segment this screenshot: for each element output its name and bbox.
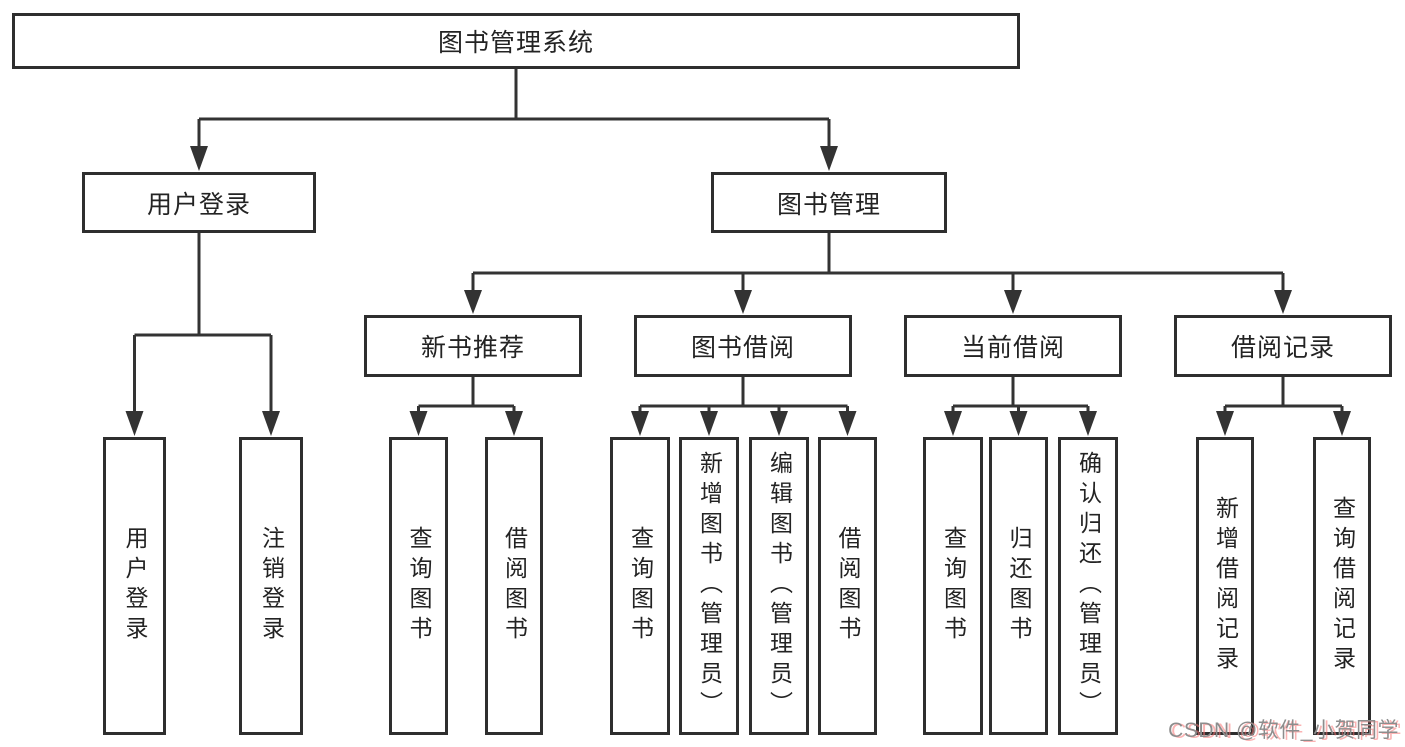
leaf-label: 查询图书 <box>406 526 432 646</box>
leaf-label: 查询图书 <box>627 526 654 646</box>
leaf-query-book-under-current: 查询图书 <box>923 437 983 735</box>
leaf-label: 借阅图书 <box>835 526 861 646</box>
leaf-add-borrow-record: 新增借阅记录 <box>1196 437 1254 735</box>
leaf-label: 借阅图书 <box>501 526 528 646</box>
leaf-logout: 注销登录 <box>239 437 303 735</box>
leaf-user-login: 用户登录 <box>103 437 166 735</box>
node-user-login: 用户登录 <box>82 172 316 233</box>
leaf-label: 归还图书 <box>1006 526 1032 646</box>
leaf-query-book-under-recommend: 查询图书 <box>389 437 448 735</box>
leaf-edit-book-admin: 编辑图书（管理员） <box>749 437 809 735</box>
node-current-borrow: 当前借阅 <box>904 315 1122 377</box>
leaf-return-book: 归还图书 <box>989 437 1048 735</box>
csdn-watermark: CSDN @软件_小贺同学 <box>1168 719 1399 742</box>
node-new-book-recommend: 新书推荐 <box>364 315 582 377</box>
leaf-label: 查询图书 <box>940 526 967 646</box>
leaf-borrow-book-under-recommend: 借阅图书 <box>485 437 543 735</box>
leaf-query-borrow-record: 查询借阅记录 <box>1313 437 1371 735</box>
node-book-borrow: 图书借阅 <box>634 315 852 377</box>
leaf-label: 确认归还（管理员） <box>1075 451 1102 721</box>
leaf-query-book-under-borrow: 查询图书 <box>610 437 670 735</box>
leaf-label: 用户登录 <box>122 526 148 646</box>
leaf-confirm-return-admin: 确认归还（管理员） <box>1058 437 1118 735</box>
leaf-add-book-admin: 新增图书（管理员） <box>679 437 739 735</box>
leaf-label: 新增图书（管理员） <box>696 451 723 721</box>
node-book-management: 图书管理 <box>711 172 947 233</box>
leaf-label: 注销登录 <box>258 526 285 646</box>
leaf-label: 查询借阅记录 <box>1329 496 1356 676</box>
node-borrow-records: 借阅记录 <box>1174 315 1392 377</box>
leaf-label: 编辑图书（管理员） <box>766 451 793 721</box>
leaf-borrow-book-under-borrow: 借阅图书 <box>818 437 877 735</box>
leaf-label: 新增借阅记录 <box>1212 496 1239 676</box>
node-root-system: 图书管理系统 <box>12 13 1020 69</box>
